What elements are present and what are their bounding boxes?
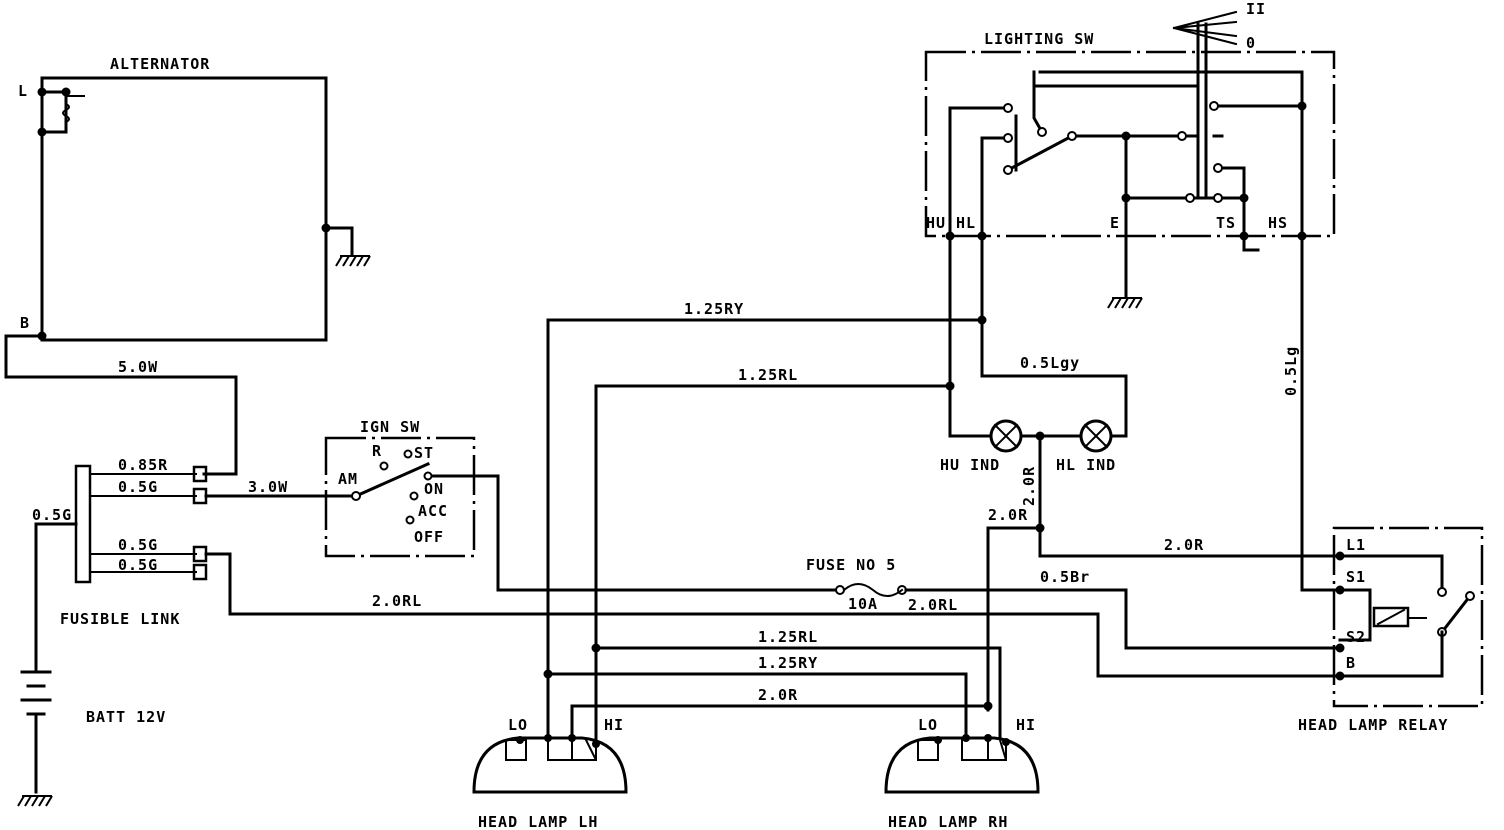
lamp-rh-label: HEAD LAMP RH — [888, 813, 1008, 830]
wire-label-0-85r: 0.85R — [118, 456, 168, 474]
lamp-lh-hi-label: HI — [604, 716, 624, 734]
hu-ind-label: HU IND — [940, 456, 1000, 474]
ign-sw-label: IGN SW — [360, 418, 420, 436]
wire-0-5lg — [1300, 234, 1342, 592]
term-hu-label: HU — [926, 214, 946, 232]
sw-pos-hi-label: II — [1246, 0, 1266, 18]
wire-label-0-5g-a: 0.5G — [118, 478, 158, 496]
fuse-label: FUSE NO 5 — [806, 556, 896, 574]
wire-2-0r-relay — [1038, 434, 1342, 558]
ign-am-label: AM — [338, 470, 358, 488]
lighting-sw-label: LIGHTING SW — [984, 30, 1094, 48]
wire-label-2-0r-mid: 2.0R — [988, 506, 1028, 524]
wire-label-1-25ry-low: 1.25RY — [758, 654, 818, 672]
fuse-rating-label: 10A — [848, 595, 878, 613]
head-lamp-relay: L1 S1 S2 B HEAD LAMP RELAY — [1298, 526, 1484, 734]
lighting-switch: LIGHTING SW II 0 HU HL E TS HS — [924, 0, 1336, 309]
wire-2-0rl-main — [204, 552, 1342, 678]
battery: 0.5G BATT 12V — [17, 506, 166, 807]
wire-label-0-5lg: 0.5Lg — [1282, 346, 1300, 396]
wire-label-0-5br: 0.5Br — [1040, 568, 1090, 586]
sw-pos-off-label: 0 — [1246, 34, 1256, 52]
alternator-l-terminal: L — [18, 82, 28, 100]
term-ts-label: TS — [1216, 214, 1236, 232]
ign-on-label: ON — [424, 480, 444, 498]
fusible-link: 0.85R 0.5G 0.5G 0.5G FUSIBLE LINK — [60, 456, 208, 628]
wire-label-2-0r-vert: 2.0R — [1020, 466, 1038, 506]
lamp-rh-lo-label: LO — [918, 716, 938, 734]
alternator: ALTERNATOR L B — [18, 55, 371, 342]
lamp-rh-hi-label: HI — [1016, 716, 1036, 734]
wire-label-0-5lgy: 0.5Lgy — [1020, 354, 1080, 372]
relay-s2-label: S2 — [1346, 628, 1366, 646]
wire-2-0r-low — [570, 704, 990, 740]
ign-r-label: R — [372, 442, 382, 460]
relay-s1-label: S1 — [1346, 568, 1366, 586]
wire-label-0-5g-c: 0.5G — [118, 556, 158, 574]
wire-label-2-0rl-main: 2.0RL — [372, 592, 422, 610]
wire-5-0w — [4, 334, 238, 476]
wire-label-1-25ry-top: 1.25RY — [684, 300, 744, 318]
wire-2-0r-mid — [986, 526, 1042, 712]
ign-off-label: OFF — [414, 528, 444, 546]
wire-label-0-5g-b: 0.5G — [118, 536, 158, 554]
indicators: 0.5Lgy HU IND HL IND — [940, 318, 1128, 474]
wire-label-0-5g-left: 0.5G — [32, 506, 72, 524]
battery-label: BATT 12V — [86, 708, 166, 726]
fuse-no-5: FUSE NO 5 10A 2.0RL — [806, 556, 1342, 650]
lamp-lh-lo-label: LO — [508, 716, 528, 734]
relay-l1-label: L1 — [1346, 536, 1366, 554]
head-lamp-rh: LO HI HEAD LAMP RH — [884, 716, 1040, 830]
term-e-label: E — [1110, 214, 1120, 232]
wire-label-3-0w: 3.0W — [248, 478, 288, 496]
wire-1-25rl-top — [594, 234, 952, 746]
lamp-lh-label: HEAD LAMP LH — [478, 813, 598, 830]
head-lamp-lh: LO HI HEAD LAMP LH — [472, 716, 628, 830]
term-hs-label: HS — [1268, 214, 1288, 232]
alternator-label: ALTERNATOR — [110, 55, 210, 73]
relay-label: HEAD LAMP RELAY — [1298, 716, 1448, 734]
wire-1-25rl-low — [594, 646, 1002, 740]
alternator-b-terminal: B — [20, 314, 30, 332]
hl-ind-label: HL IND — [1056, 456, 1116, 474]
wire-label-2-0r-relay: 2.0R — [1164, 536, 1204, 554]
ign-st-label: ST — [414, 444, 434, 462]
ignition-switch: IGN SW R ST AM ON ACC OFF — [324, 418, 838, 592]
wire-label-1-25rl-top: 1.25RL — [738, 366, 798, 384]
wire-label-5-0w: 5.0W — [118, 358, 158, 376]
term-hl-label: HL — [956, 214, 976, 232]
wire-1-25ry-low — [546, 672, 968, 740]
wire-label-2-0rl-fuse: 2.0RL — [908, 596, 958, 614]
wire-label-2-0r-low: 2.0R — [758, 686, 798, 704]
fusible-link-label: FUSIBLE LINK — [60, 610, 180, 628]
ign-acc-label: ACC — [418, 502, 448, 520]
relay-b-label: B — [1346, 654, 1356, 672]
wire-label-1-25rl-low: 1.25RL — [758, 628, 818, 646]
wire-1-25ry-top — [546, 234, 984, 740]
